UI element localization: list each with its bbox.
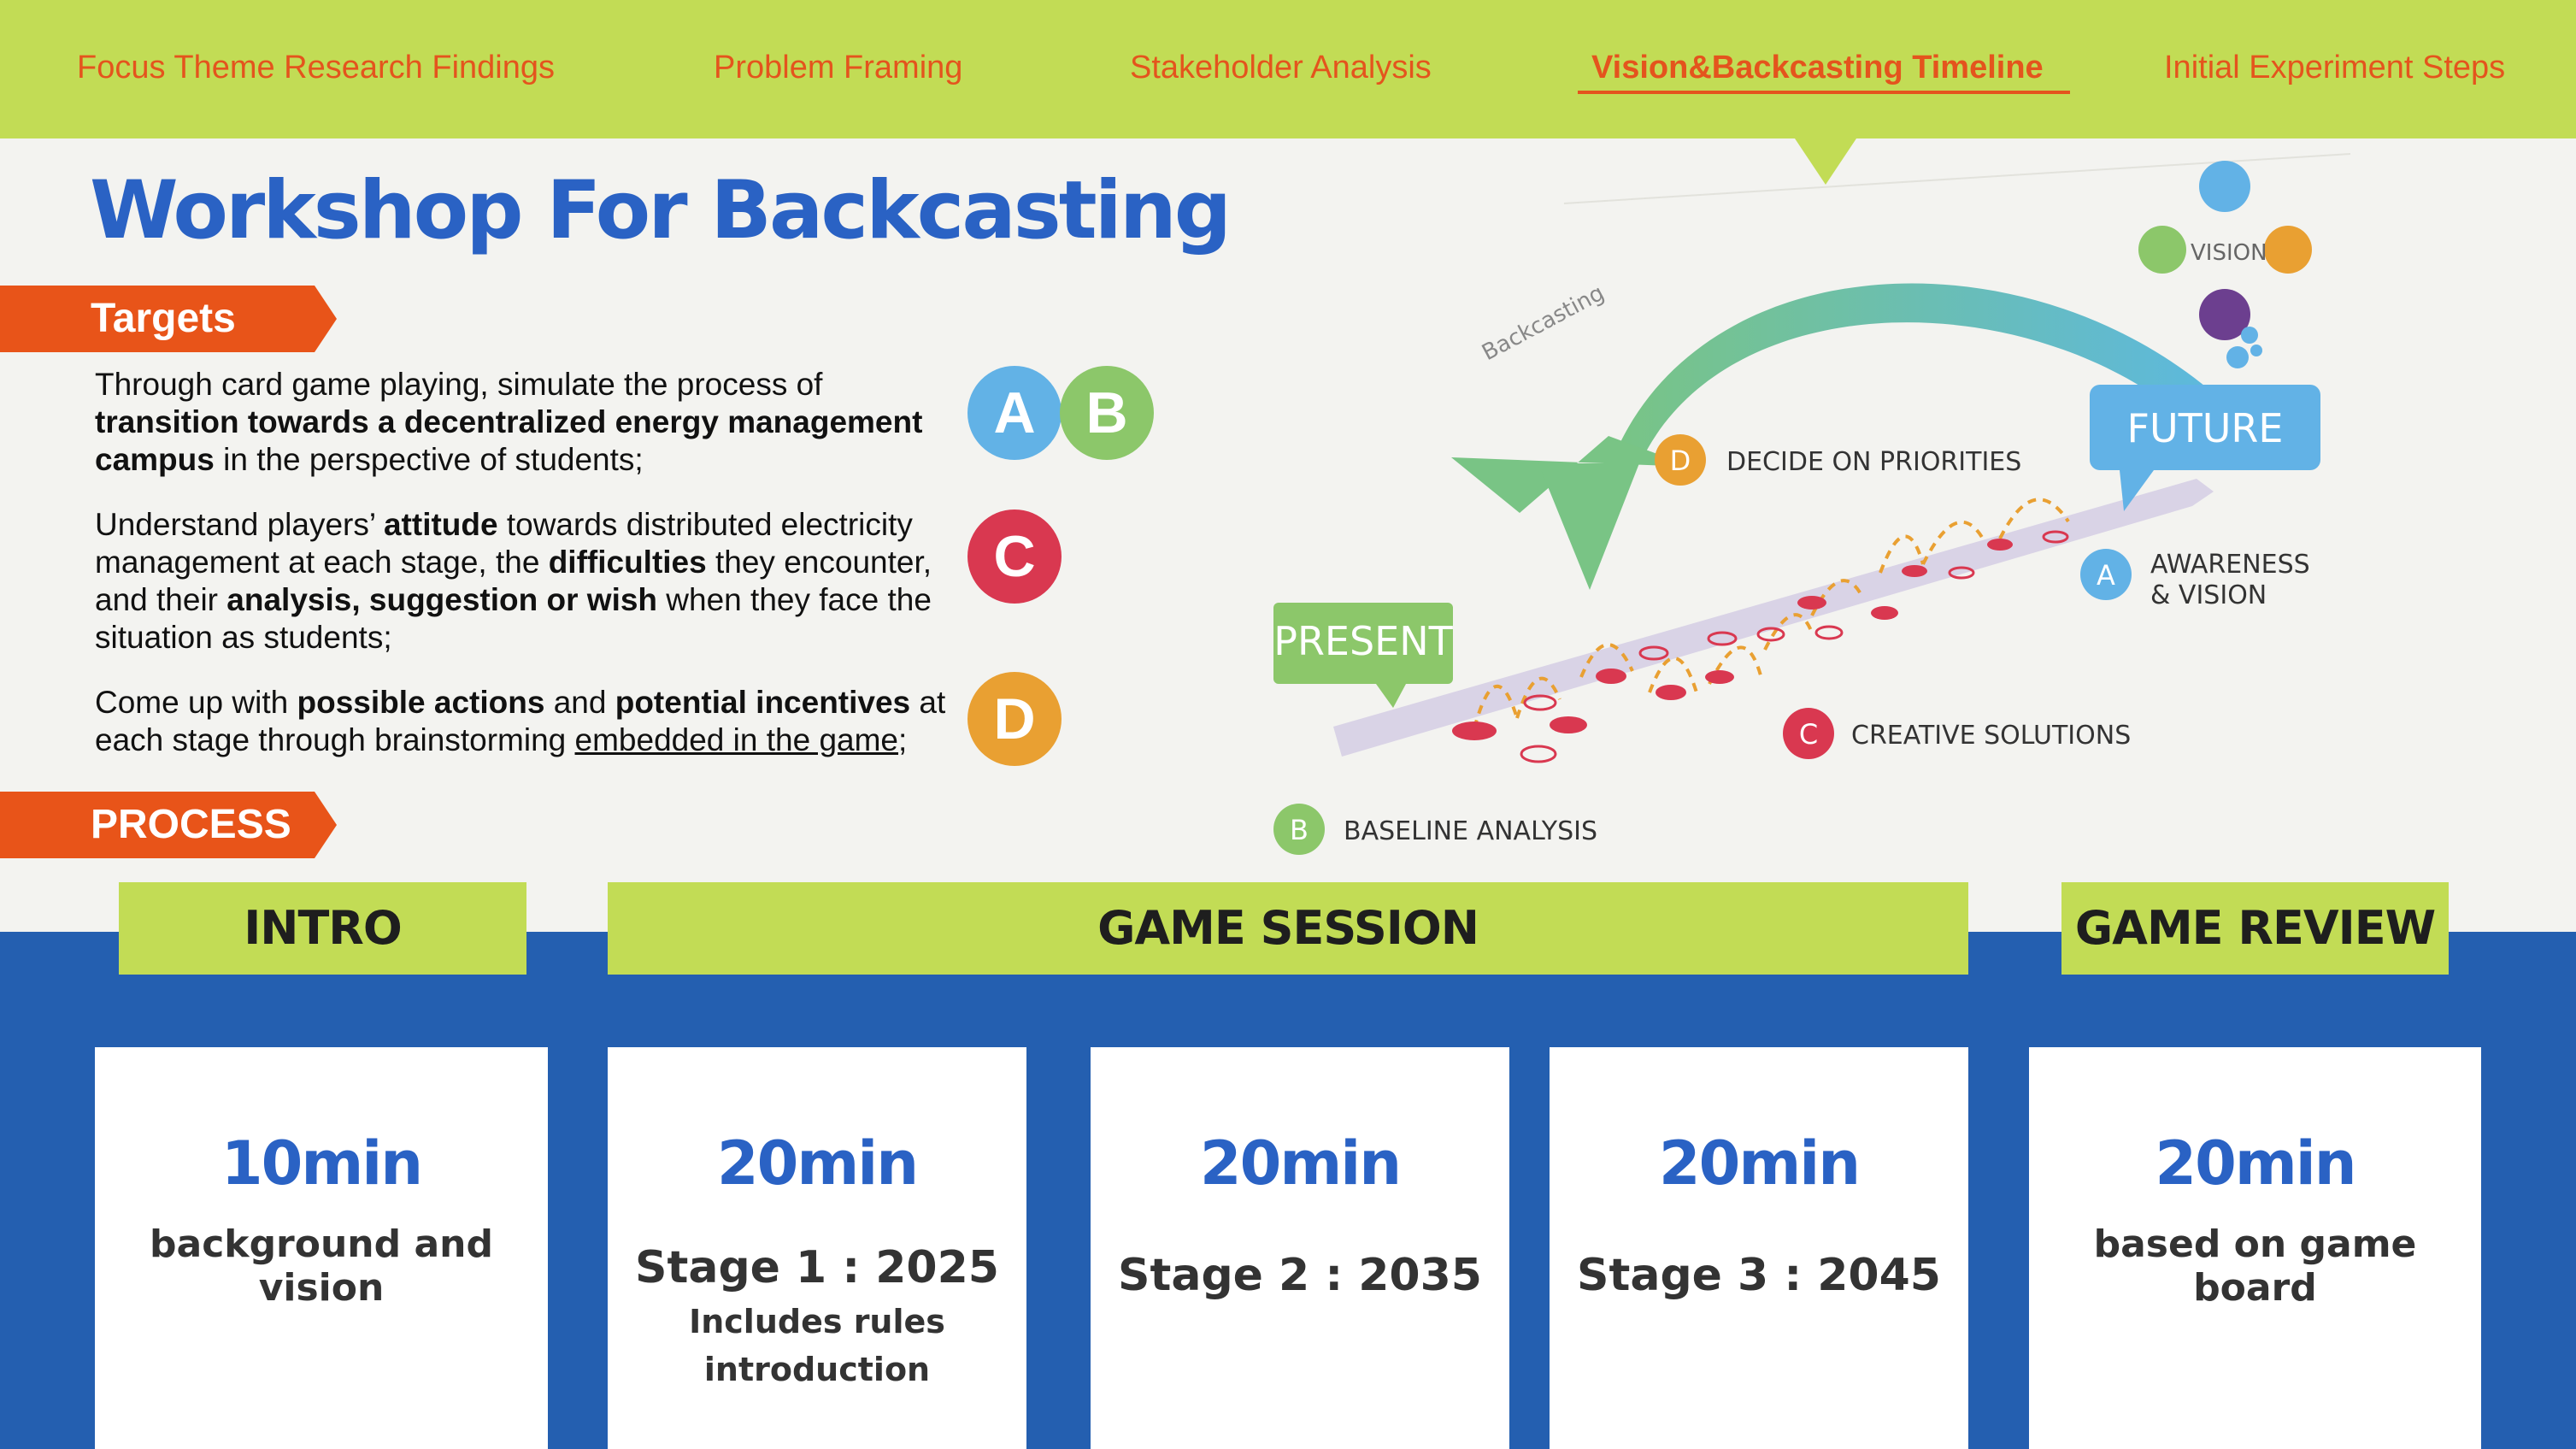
legend-d-label: DECIDE ON PRIORITIES bbox=[1726, 447, 2021, 477]
nav-tab-stakeholder-analysis[interactable]: Stakeholder Analysis bbox=[1130, 50, 1432, 85]
nav-tab-vision-backcasting[interactable]: Vision&Backcasting Timeline bbox=[1591, 50, 2044, 85]
process-heading: PROCESS bbox=[0, 792, 337, 858]
legend-d-letter: D bbox=[1670, 445, 1691, 477]
phase-game-review: GAME REVIEW bbox=[2061, 882, 2449, 975]
target-1-text-a: Through card game playing, simulate the … bbox=[95, 367, 823, 402]
card-stage-3-desc: Stage 3 : 2045 bbox=[1577, 1250, 1941, 1301]
arrow-head bbox=[1538, 463, 1639, 590]
target-3-text-d: potential incentives bbox=[615, 685, 911, 720]
legend-a-label-2: & VISION bbox=[2150, 580, 2267, 610]
people-icon bbox=[2264, 226, 2312, 274]
legend-c-label: CREATIVE SOLUTIONS bbox=[1851, 721, 2131, 751]
card-review-time: 20min bbox=[2155, 1128, 2356, 1199]
badge-c: C bbox=[967, 510, 1062, 604]
active-tab-underline bbox=[1578, 91, 2070, 94]
backcasting-diagram: Backcasting PRESENT bbox=[1273, 153, 2351, 855]
badge-d: D bbox=[967, 672, 1062, 766]
process-card-stage-2: 20min Stage 2 : 2035 bbox=[1091, 1047, 1509, 1449]
nav-tab-problem-framing[interactable]: Problem Framing bbox=[714, 50, 963, 85]
present-label: PRESENT bbox=[1273, 618, 1453, 664]
future-bubble bbox=[2090, 385, 2320, 470]
legend-b-circle bbox=[1273, 804, 1325, 855]
building-icon bbox=[2199, 289, 2250, 340]
target-2-text-g: when they face the situation as students… bbox=[95, 582, 932, 655]
active-tab-pointer bbox=[1795, 138, 1856, 185]
target-item-2: Understand players’ attitude towards dis… bbox=[95, 506, 958, 657]
phase-intro: INTRO bbox=[119, 882, 526, 975]
backcasting-arrow bbox=[1615, 283, 2231, 462]
target-2-text-c: towards distributed electricity manageme… bbox=[95, 507, 913, 580]
target-item-3: Come up with possible actions and potent… bbox=[95, 684, 958, 759]
target-3-text-g: ; bbox=[898, 722, 908, 757]
tree-icon bbox=[2138, 226, 2186, 274]
timeline-platform bbox=[1333, 479, 2214, 757]
badge-a: A bbox=[967, 366, 1062, 460]
card-stage-3-time: 20min bbox=[1658, 1128, 1861, 1199]
globe-icon bbox=[2199, 161, 2250, 212]
phase-game-session: GAME SESSION bbox=[608, 882, 1968, 975]
process-card-stage-3: 20min Stage 3 : 2045 bbox=[1550, 1047, 1968, 1449]
target-3-text-a: Come up with bbox=[95, 685, 297, 720]
present-bubble bbox=[1273, 603, 1453, 684]
process-card-intro: 10min background and vision bbox=[95, 1047, 548, 1449]
target-item-1: Through card game playing, simulate the … bbox=[95, 366, 958, 479]
target-3-text-b: possible actions bbox=[297, 685, 545, 720]
top-nav: Focus Theme Research Findings Problem Fr… bbox=[0, 0, 2576, 138]
legend-b-letter: B bbox=[1290, 814, 1309, 846]
target-1-text-c: in the perspective of students; bbox=[214, 442, 644, 477]
target-3-text-f: embedded in the game bbox=[574, 722, 899, 757]
legend-c-circle bbox=[1783, 708, 1834, 759]
legend-a-letter: A bbox=[2097, 559, 2115, 592]
card-review-desc: based on game board bbox=[2093, 1222, 2417, 1310]
target-2-text-b: attitude bbox=[383, 507, 498, 542]
future-label: FUTURE bbox=[2127, 405, 2284, 451]
target-3-text-e: at each stage through brainstorming bbox=[95, 685, 946, 757]
process-card-stage-1: 20min Stage 1 : 2025 Includes rules intr… bbox=[608, 1047, 1026, 1449]
nav-tab-initial-experiment[interactable]: Initial Experiment Steps bbox=[2164, 50, 2506, 85]
target-2-text-e: they encounter, and their bbox=[95, 545, 932, 617]
target-2-text-d: difficulties bbox=[548, 545, 707, 580]
card-stage-1-time: 20min bbox=[716, 1128, 919, 1199]
card-intro-desc: background and vision bbox=[150, 1222, 493, 1310]
target-1-text-b: transition towards a decentralized energ… bbox=[95, 404, 923, 477]
badge-b: B bbox=[1060, 366, 1154, 460]
legend-a-label-1: AWARENESS bbox=[2150, 550, 2310, 580]
card-stage-1-sub-2: introduction bbox=[703, 1351, 931, 1388]
card-stage-1-sub-1: Includes rules bbox=[689, 1303, 945, 1340]
legend-b-label: BASELINE ANALYSIS bbox=[1344, 816, 1597, 846]
target-3-text-c: and bbox=[544, 685, 615, 720]
target-2-text-a: Understand players’ bbox=[95, 507, 384, 542]
card-intro-time: 10min bbox=[221, 1128, 423, 1199]
targets-heading: Targets bbox=[0, 286, 337, 352]
card-stage-1-desc: Stage 1 : 2025 bbox=[635, 1242, 999, 1293]
page-title: Workshop For Backcasting bbox=[90, 164, 1232, 257]
card-stage-2-time: 20min bbox=[1199, 1128, 1402, 1199]
legend-a-circle bbox=[2080, 549, 2132, 600]
target-2-text-f: analysis, suggestion or wish bbox=[226, 582, 658, 617]
process-card-review: 20min based on game board bbox=[2029, 1047, 2481, 1449]
backcasting-label: Backcasting bbox=[1478, 280, 1609, 366]
vision-label: VISION bbox=[2191, 240, 2267, 266]
card-stage-2-desc: Stage 2 : 2035 bbox=[1118, 1250, 1482, 1301]
nav-tab-focus-theme[interactable]: Focus Theme Research Findings bbox=[77, 50, 555, 85]
legend-d-circle bbox=[1655, 434, 1706, 486]
legend-c-letter: C bbox=[1799, 718, 1818, 751]
